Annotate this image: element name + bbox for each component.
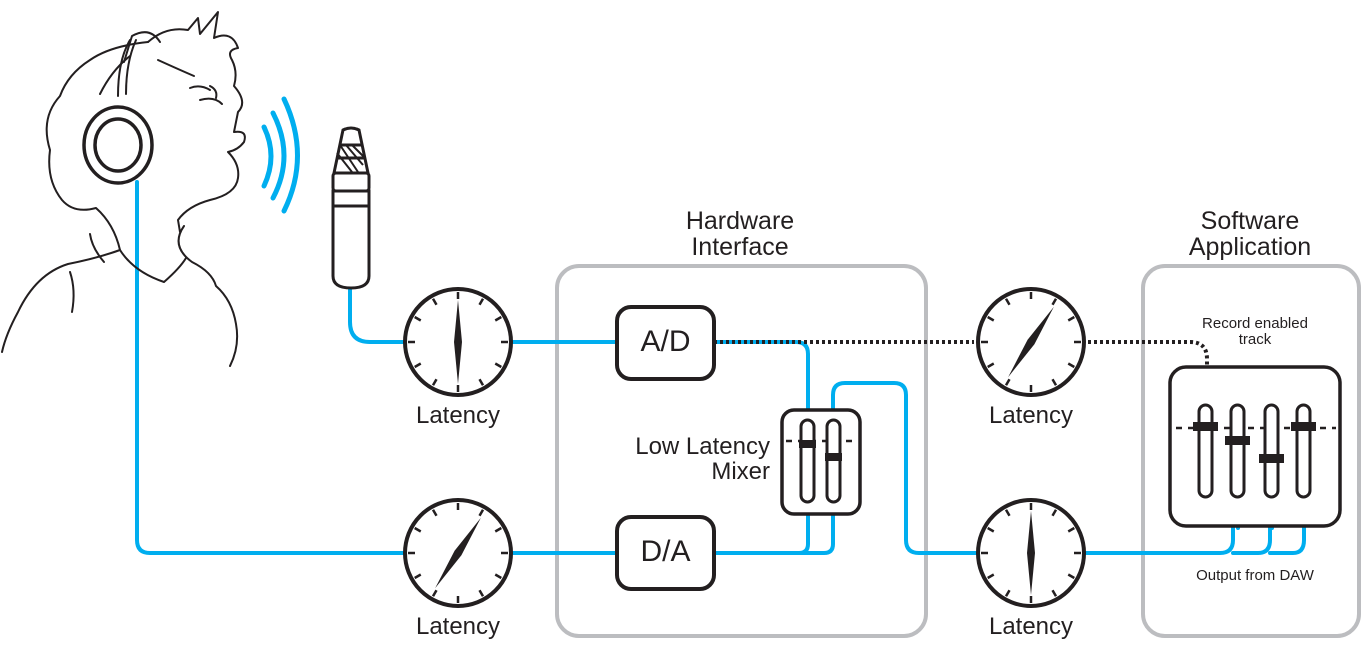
mic-to-ad-line [348,288,406,344]
gauge-tick [1067,315,1075,322]
ad-converter-box [615,305,716,381]
mixer-second-return-line [798,468,835,555]
mixer-label-line1: Low Latency [635,433,770,460]
hardware-interface-box [555,264,928,638]
gauge-tick [1051,298,1058,306]
record-enabled-line1: Record enabled [1202,315,1308,332]
gauge-tick [414,362,422,369]
fader-icon [799,418,816,504]
software-title: Software Application [1150,208,1350,261]
gauge-tick [431,378,438,386]
gauge-tick [1004,298,1011,306]
gauge-tick [1067,526,1075,533]
gauge-tick [1004,378,1011,386]
fader-icon [1229,403,1246,499]
gauge-tick [987,362,995,369]
ad-label: A/D [640,325,691,358]
da-label: D/A [640,535,691,568]
mixer-label: Low Latency Mixer [580,433,770,486]
dotted-send-to-software-line [714,340,1209,405]
gauge-needle [1027,511,1035,595]
gauge-tick [494,573,502,580]
gauge-tick [1051,378,1058,386]
latency-gauge-headphones [403,498,513,608]
record-enabled-label: Record enabled track [1170,316,1340,348]
gauge-tick [414,315,422,322]
gauge-to-headphones-line [135,180,406,555]
latency-gauge-return [976,498,1086,608]
gauge-tick [431,589,438,597]
gauge-needle [454,300,462,384]
latency-gauge-mic [403,287,513,397]
gauge-tick [494,526,502,533]
person-headphones-icon [1,11,246,367]
gauge-tick [494,315,502,322]
gauge-tick [431,509,438,517]
software-title-line2: Application [1188,233,1312,262]
gauge-tick [478,509,485,517]
latency-label-send: Latency [988,402,1074,429]
gauge-needle [1008,306,1054,378]
gauge-tick [478,589,485,597]
gauge-tick [1067,362,1075,369]
latency-gauges [403,287,1086,608]
gauge-tick [987,526,995,533]
daw-mixer [1168,365,1342,528]
gauge-tick [1051,589,1058,597]
gauge-tick [414,526,422,533]
mixer-to-software-return-line [831,381,978,555]
gauge-tick [1004,589,1011,597]
hardware-title-line2: Interface [691,233,789,262]
software-application-box [1141,264,1361,638]
gauge-tick [1067,573,1075,580]
fader-icon [1263,403,1280,499]
record-enabled-line2: track [1238,330,1272,348]
mixer-label-line2: Mixer [711,458,770,486]
latency-label-return: Latency [988,613,1074,640]
gauge-tick [414,573,422,580]
hardware-title: Hardware Interface [640,208,840,261]
gauge-tick [987,573,995,580]
microphone-icon [331,126,371,290]
hardware-title-line1: Hardware [685,207,795,235]
latency-label-mic: Latency [415,402,501,429]
gauge-tick [431,298,438,306]
output-from-daw-label: Output from DAW [1196,567,1314,584]
gauge-tick [1051,509,1058,517]
gauge-tick [1004,509,1011,517]
gauge-tick [494,362,502,369]
software-title-line1: Software [1200,207,1300,235]
gauge-tick [478,378,485,386]
latency-gauge-send [976,287,1086,397]
headphone-earcup-icon [82,105,154,185]
sound-waves-icon [261,96,300,214]
da-converter-box [615,515,716,591]
gauge-tick [478,298,485,306]
daw-output-bus-line [1083,523,1306,555]
low-latency-mixer [780,408,862,516]
gauge-needle [435,517,481,589]
fader-icon [1197,403,1214,499]
fader-icon [1295,403,1312,499]
gauge-tick [987,315,995,322]
latency-label-headphones: Latency [415,613,501,640]
